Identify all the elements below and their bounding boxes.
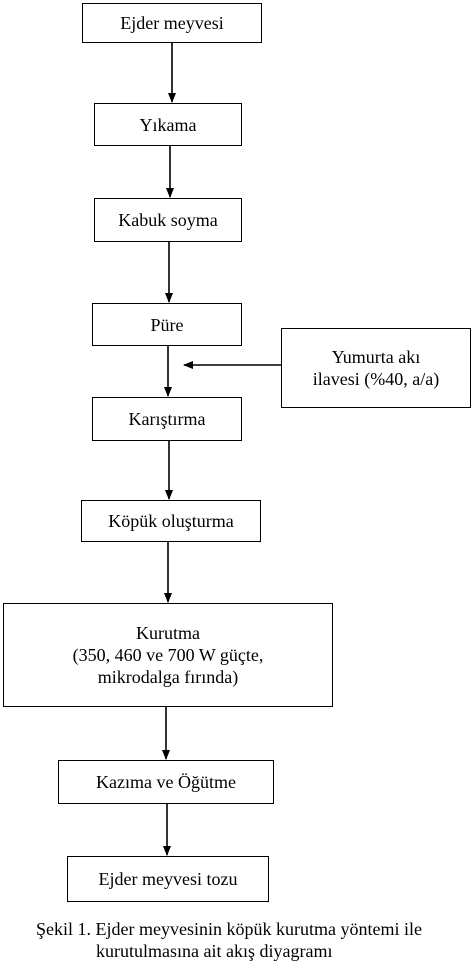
step-label: Yıkama (139, 114, 197, 135)
step-kabuk-soyma: Kabuk soyma (94, 198, 242, 242)
step-label: Ejder meyvesi (120, 13, 224, 33)
step-label: Kazıma ve Öğütme (96, 772, 236, 792)
step-label-line-1: Kurutma (136, 623, 200, 643)
side-input-line-1: Yumurta akı (331, 347, 421, 367)
side-input-yumurta-aki: Yumurta akı ilavesi (%40, a/a) (281, 328, 471, 408)
step-kopuk-olusturma: Köpük oluşturma (81, 500, 261, 542)
caption-line-2: kurutulmasına ait akış diyagramı (96, 941, 333, 961)
step-label: Karıştırma (128, 409, 206, 429)
step-karistirma: Karıştırma (92, 397, 242, 441)
caption-line-1: Şekil 1. Ejder meyvesinin köpük kurutma … (36, 919, 422, 939)
step-pure: Püre (92, 303, 242, 346)
step-label: Köpük oluşturma (108, 511, 234, 531)
step-label: Kabuk soyma (118, 210, 218, 230)
step-kazima-ve-ogutme: Kazıma ve Öğütme (58, 760, 274, 804)
figure-caption: Şekil 1. Ejder meyvesinin köpük kurutma … (36, 918, 474, 962)
step-label-line-3: mikrodalga fırında) (97, 667, 239, 687)
step-kurutma: Kurutma (350, 460 ve 700 W güçte, mikrod… (3, 603, 333, 707)
step-ejder-meyvesi-tozu: Ejder meyvesi tozu (67, 856, 269, 902)
step-ejder-meyvesi: Ejder meyvesi (82, 3, 262, 43)
flow-arrows (162, 43, 281, 856)
step-label: Püre (150, 314, 184, 335)
step-yikama: Yıkama (94, 103, 242, 146)
side-input-line-2: ilavesi (%40, a/a) (312, 369, 440, 389)
step-label-line-2: (350, 460 ve 700 W güçte, (72, 645, 264, 665)
step-label: Ejder meyvesi tozu (98, 869, 238, 889)
